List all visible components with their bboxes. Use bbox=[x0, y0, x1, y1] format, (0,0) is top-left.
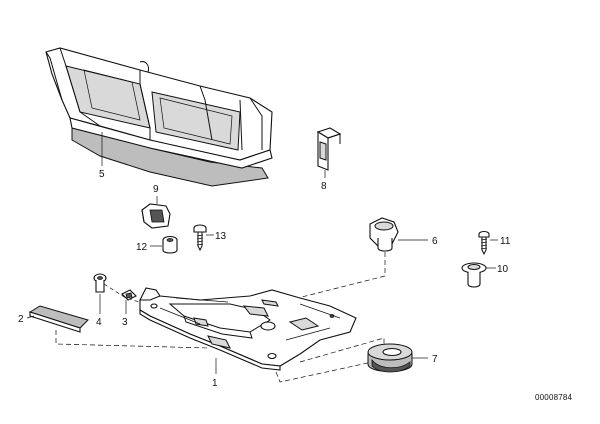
diagram-reference-number: 00008784 bbox=[535, 393, 573, 402]
part-3-clip-nut bbox=[121, 289, 137, 301]
part-11-screw bbox=[478, 230, 490, 256]
callout-13: 13 bbox=[215, 231, 227, 242]
callout-12: 12 bbox=[136, 242, 148, 253]
callout-8: 8 bbox=[321, 181, 327, 192]
plate-cutout-2 bbox=[288, 317, 320, 331]
plate-hole-1 bbox=[260, 321, 276, 331]
part-8-bracket bbox=[316, 127, 342, 171]
plate-cutout-1 bbox=[242, 305, 269, 317]
part-13-screw bbox=[193, 224, 207, 252]
plate-hole-3 bbox=[150, 303, 158, 309]
part-5-trim-panel bbox=[45, 47, 273, 187]
part-9-clip bbox=[141, 203, 171, 229]
dash-line-plate-lower bbox=[275, 355, 401, 383]
callout-7: 7 bbox=[432, 354, 438, 365]
dash-line-2 bbox=[55, 330, 211, 349]
part-7-bushing bbox=[367, 343, 413, 373]
dash-line-4 bbox=[103, 283, 147, 305]
dash-line-6 bbox=[289, 252, 386, 301]
part-1-underbody-plate bbox=[139, 287, 357, 371]
part-4-rivet bbox=[93, 273, 107, 293]
callout-11: 11 bbox=[500, 236, 511, 247]
part-2-pad bbox=[28, 305, 89, 333]
callout-2: 2 bbox=[18, 314, 24, 325]
part-10-retainer bbox=[461, 262, 487, 288]
plate-cutout-4 bbox=[261, 299, 279, 307]
callout-9: 9 bbox=[153, 184, 159, 195]
callout-4: 4 bbox=[96, 317, 102, 328]
part-12-nut bbox=[162, 235, 178, 254]
callout-1: 1 bbox=[212, 378, 218, 389]
plate-cutout-3 bbox=[207, 335, 231, 349]
callout-5: 5 bbox=[99, 169, 105, 180]
callout-3: 3 bbox=[122, 317, 128, 328]
leader-2 bbox=[26, 315, 35, 319]
callout-10: 10 bbox=[497, 264, 509, 275]
callout-6: 6 bbox=[432, 236, 438, 247]
part-6-grommet bbox=[369, 217, 399, 252]
plate-hole-2 bbox=[267, 352, 277, 360]
